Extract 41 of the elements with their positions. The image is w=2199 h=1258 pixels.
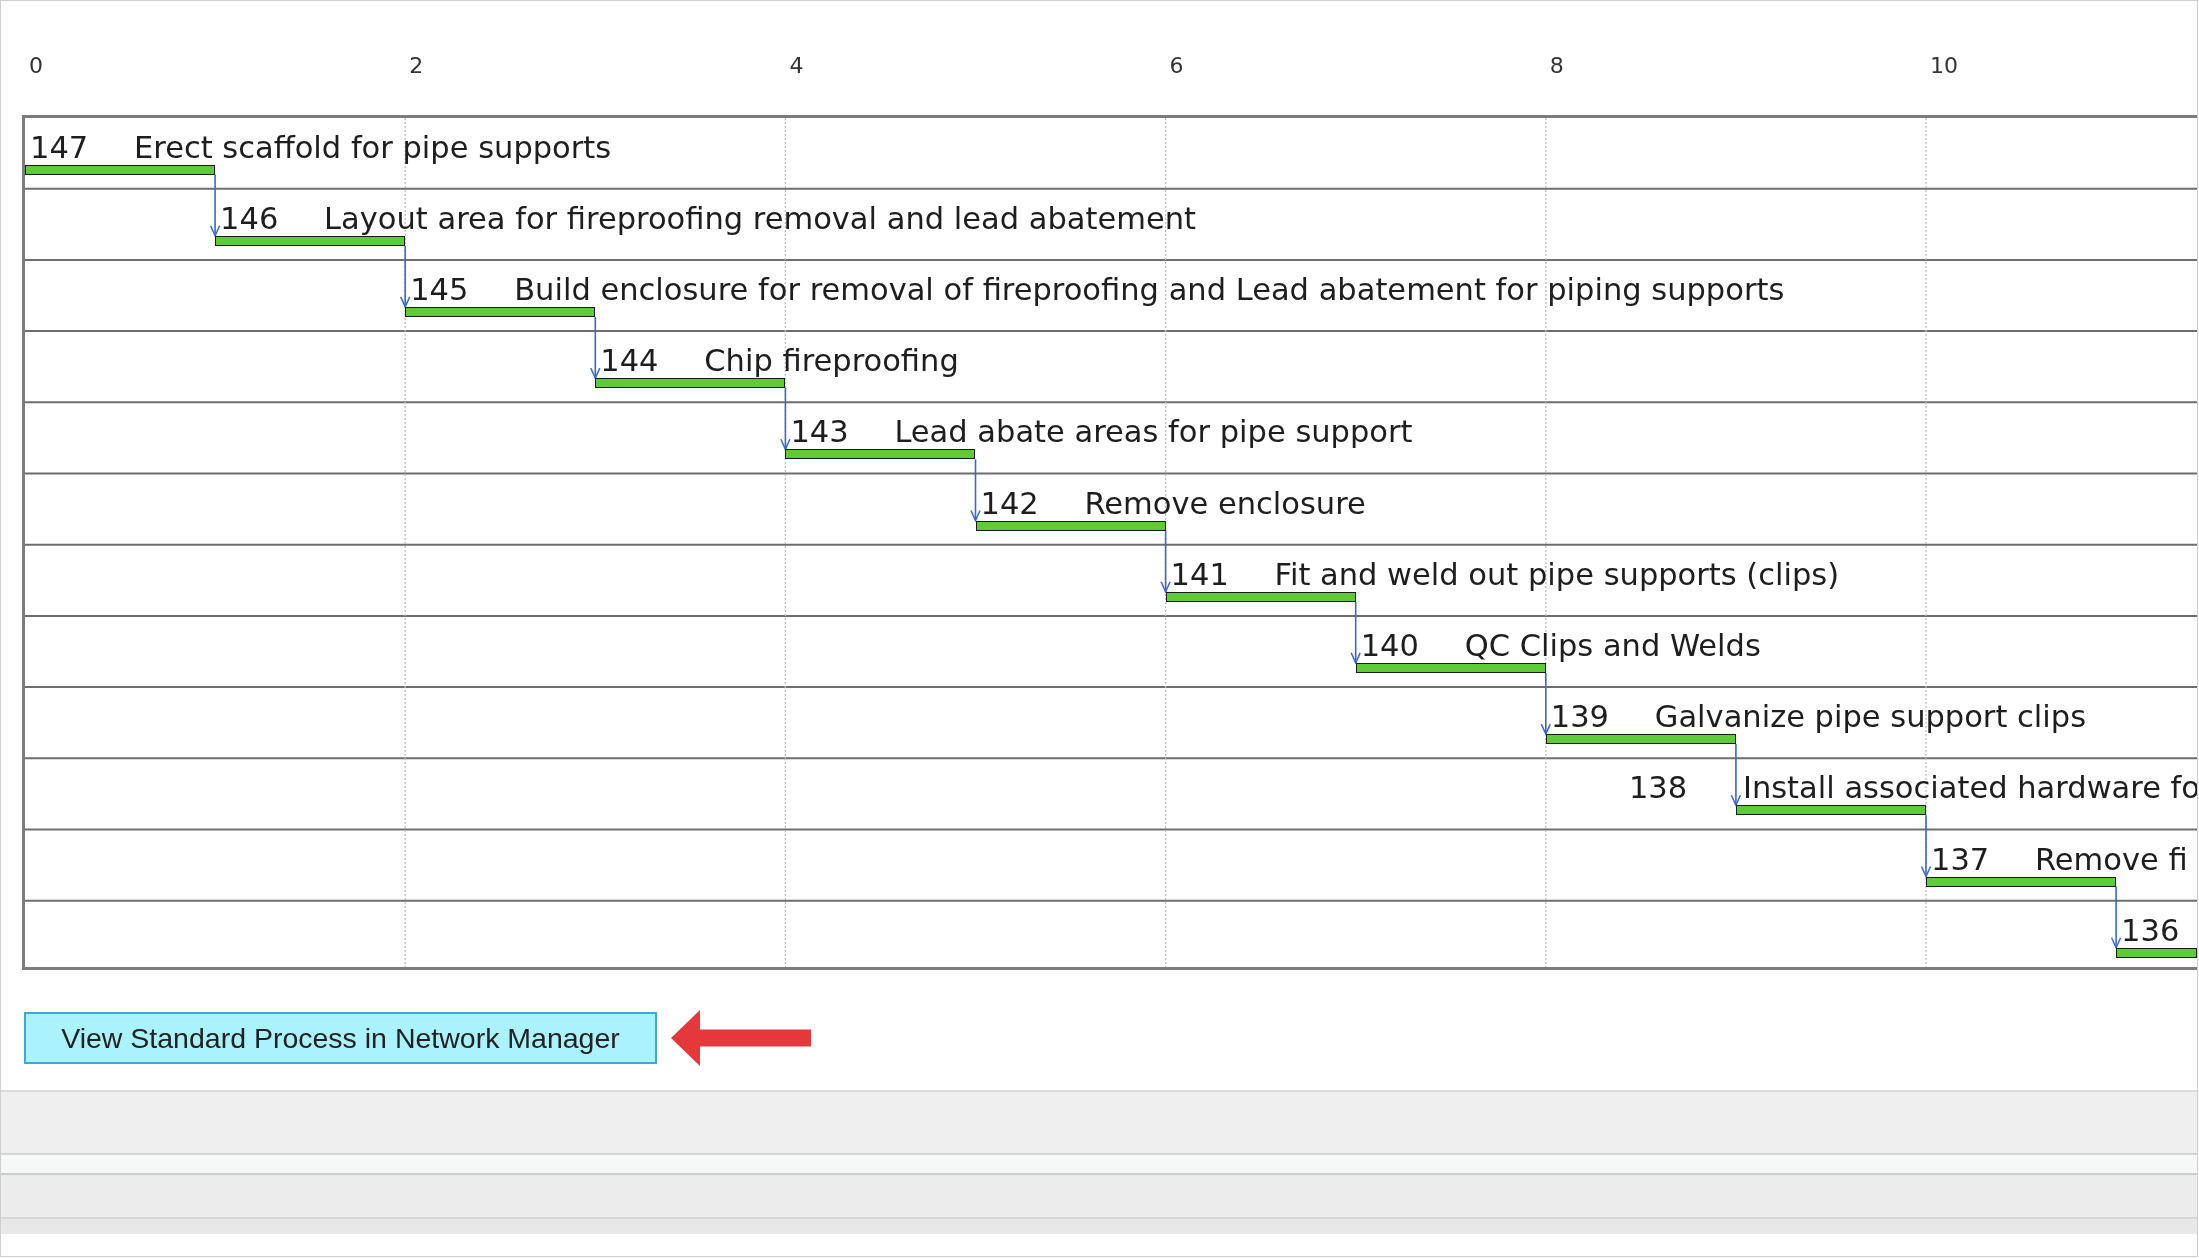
task-id: 137 [1931,842,1990,877]
callout-arrow [671,1010,811,1066]
task-id: 143 [790,415,849,450]
axis-tick-label: 6 [1169,53,1184,79]
axis-tick-label: 8 [1549,53,1564,79]
dependency-arrow [2110,885,2122,949]
axis-tick-label: 2 [409,53,424,79]
view-process-button: View Standard Process in Network Manager [24,1012,657,1064]
task-name: Chip fireproofing [704,344,959,379]
task-name: Fit and weld out pipe supports (clips) [1274,557,1840,592]
dependency-arrow [399,244,411,308]
task-name: Remove enclosure [1084,486,1366,521]
axis-tick-label: 4 [789,53,804,79]
task-id: 140 [1360,628,1419,663]
task-id: 138 [1628,771,1688,806]
task-name: Layout area for fireproofing removal and lead abatement [324,201,1196,236]
task-id: 146 [220,201,279,236]
dependency-arrow [1540,672,1552,735]
dependency-arrow [780,387,791,451]
task-id: 145 [410,272,469,307]
task-name: Remove fi [2035,842,2188,877]
dependency-arrow [1160,529,1171,593]
task-id: 136 [2121,913,2180,948]
axis-tick-label: 0 [29,53,43,79]
task-id: 139 [1550,700,1609,735]
task-id: 141 [1170,557,1229,592]
dependency-arrow [1350,600,1361,664]
dependency-arrow [209,173,221,237]
task-name: Erect scaffold for pipe supports [134,130,612,165]
task-id: 147 [30,130,89,165]
task-id: 142 [980,486,1039,521]
task-name: QC Clips and Welds [1464,628,1761,663]
dependency-arrow [1730,743,1742,807]
dependency-arrow [590,316,601,379]
dependency-arrow [1920,814,1932,878]
dependency-arrow [970,458,981,522]
task-name: Lead abate areas for pipe support [894,415,1413,450]
task-name: Build enclosure for removal of fireproofing and Lead abatement for piping supports [514,272,1785,307]
task-name: Galvanize pipe support clips [1654,700,2087,735]
task-id: 144 [600,344,659,379]
axis-tick-label: 10 [1930,53,1958,79]
